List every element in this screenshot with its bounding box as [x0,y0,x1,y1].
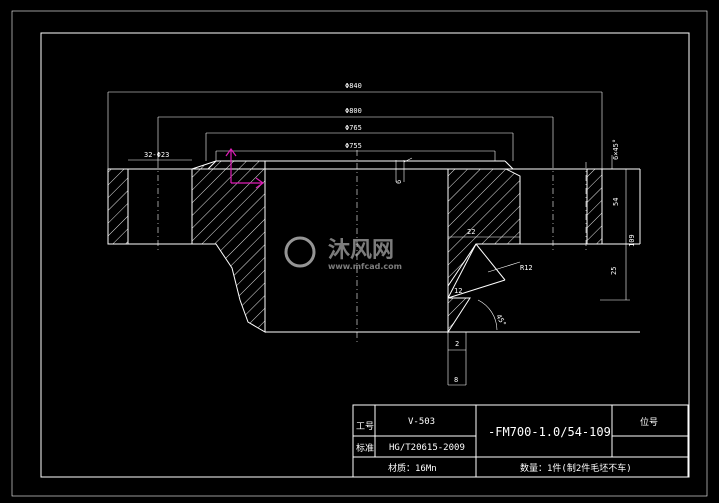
dim-angle: 45° [494,313,507,328]
section-hatching [107,160,603,334]
dim-r12: R12 [520,264,533,272]
dim-109: 109 [628,234,636,247]
dim-765: Φ765 [345,124,362,132]
dim-6: 6 [395,180,403,184]
dim-800: Φ800 [345,107,362,115]
dimension-lines [107,91,640,386]
label-standard: 标准 [356,442,374,454]
dim-840: Φ840 [345,82,362,90]
part-outline [107,160,641,333]
label-work-no: 工号 [356,421,374,432]
dim-8: 8 [454,376,458,384]
dim-2: 2 [455,340,459,348]
center-lines [157,150,587,345]
dim-25: 25 [610,267,618,275]
dim-chamfer: 6×45° [612,139,620,160]
standard: HG/T20615-2009 [389,443,465,453]
watermark-name: 沐风网 [328,238,394,263]
dim-12: 12 [454,287,462,295]
material: 材质：16Mn [388,462,437,474]
drawing-number: -FM700-1.0/54-109 [488,425,611,439]
watermark-logo-icon [284,236,316,268]
ucs-axis-icon [225,147,265,189]
watermark: 沐风网 www.mfcad.com [284,236,402,271]
label-position: 位号 [640,416,658,428]
dim-54: 54 [612,198,620,206]
dim-755: Φ755 [345,142,362,150]
dim-bolt-holes: 32-Φ23 [144,151,169,159]
quantity: 数量：1件(制2件毛坯不车) [520,462,632,474]
outer-frame [11,10,708,497]
work-no: V-503 [408,417,435,427]
dim-22: 22 [467,228,475,236]
watermark-url: www.mfcad.com [328,262,402,271]
title-block [352,404,689,478]
